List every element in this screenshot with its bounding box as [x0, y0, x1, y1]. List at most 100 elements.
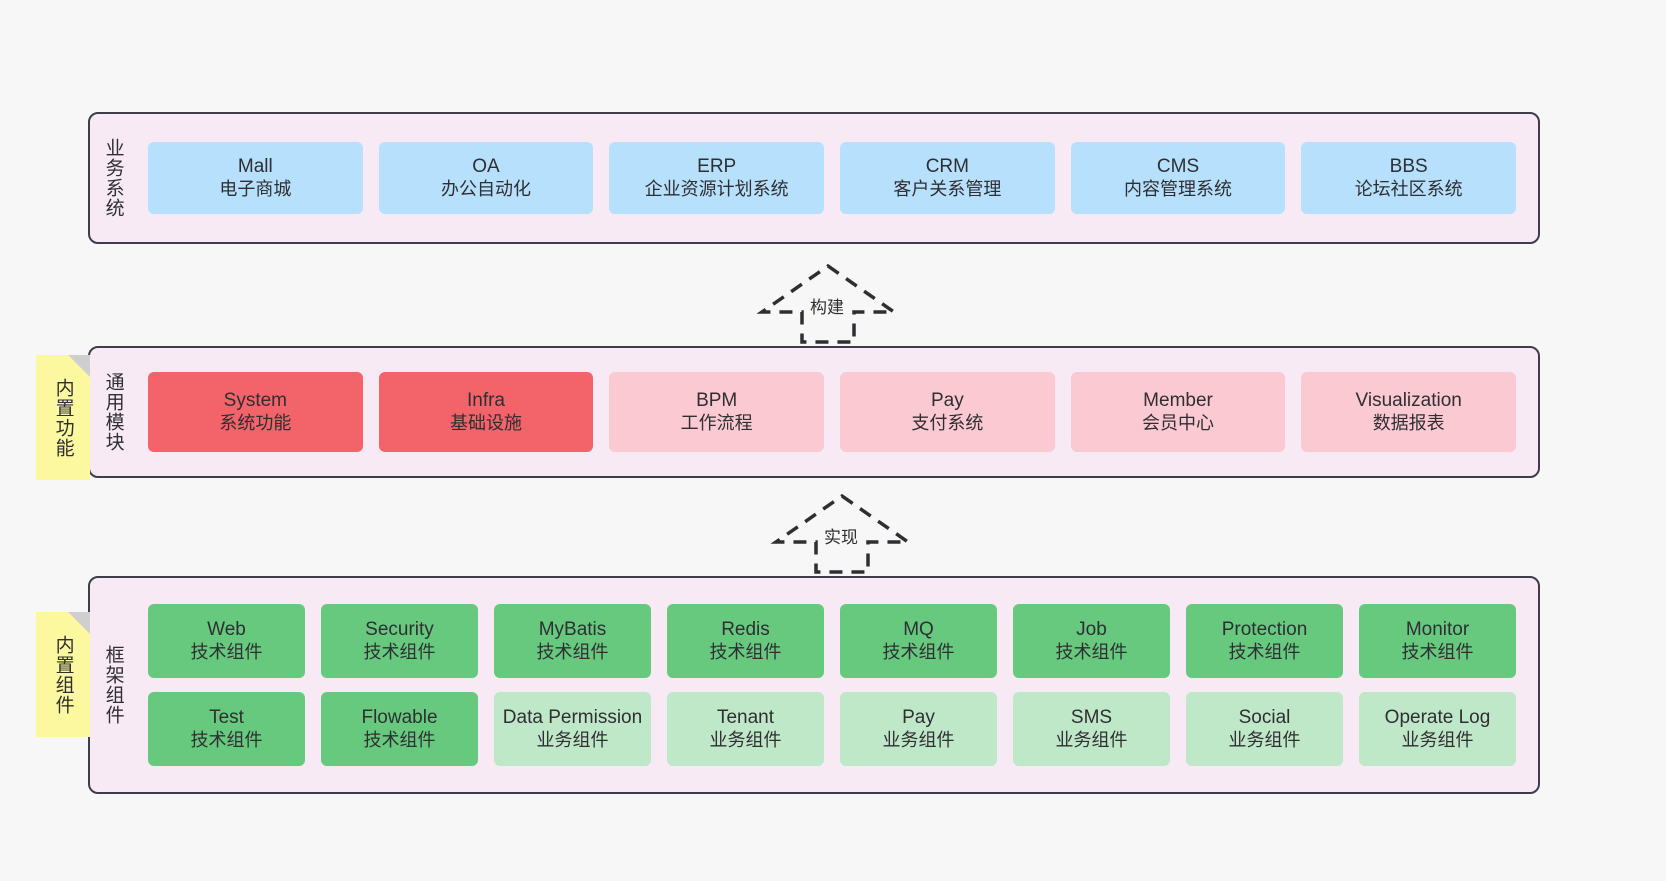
node-mall-cn: 电子商城 [219, 178, 292, 199]
node-redis-cn: 技术组件 [709, 641, 782, 662]
layer-common-modules: 通用模块 System 系统功能 Infra 基础设施 [88, 346, 1540, 478]
node-job-en: Job [1076, 619, 1107, 641]
sticky-builtin-components: 内置组件 [36, 612, 90, 737]
node-erp-cn: 企业资源计划系统 [644, 178, 789, 199]
sticky-builtin-features: 内置功能 [36, 355, 90, 480]
node-pay-component-cn: 业务组件 [882, 729, 955, 750]
node-system[interactable]: System 系统功能 [148, 372, 363, 452]
layer-title-common-modules: 通用模块 [102, 372, 124, 452]
node-social[interactable]: Social 业务组件 [1186, 692, 1343, 766]
layer-body-framework-components: Web 技术组件 Test 技术组件 Security 技术组件 Flowabl… [136, 578, 1538, 792]
node-cms[interactable]: CMS 内容管理系统 [1070, 142, 1286, 214]
node-protection-cn: 技术组件 [1228, 641, 1301, 662]
node-pay-module[interactable]: Pay 支付系统 [840, 372, 1055, 452]
node-system-en: System [223, 390, 288, 412]
business-col-1: OA 办公自动化 [371, 142, 602, 214]
node-visualization-en: Visualization [1355, 390, 1462, 412]
framework-col-0: Web 技术组件 Test 技术组件 [140, 604, 313, 766]
node-redis-en: Redis [721, 619, 770, 641]
implement-arrow [770, 492, 914, 574]
node-visualization-cn: 数据报表 [1372, 412, 1445, 433]
node-protection[interactable]: Protection 技术组件 [1186, 604, 1343, 678]
node-sms-en: SMS [1070, 707, 1113, 729]
node-test-cn: 技术组件 [190, 729, 263, 750]
sticky-fold-corner-icon [68, 612, 90, 634]
sticky-fold-corner-icon [68, 355, 90, 377]
business-col-0: Mall 电子商城 [140, 142, 371, 214]
framework-col-1: Security 技术组件 Flowable 技术组件 [313, 604, 486, 766]
node-erp[interactable]: ERP 企业资源计划系统 [609, 142, 825, 214]
node-social-cn: 业务组件 [1228, 729, 1301, 750]
common-col-1: Infra 基础设施 [371, 372, 602, 452]
layer-title-business-systems: 业务系统 [102, 138, 124, 218]
business-col-4: CMS 内容管理系统 [1063, 142, 1294, 214]
node-infra-en: Infra [466, 390, 506, 412]
node-flowable[interactable]: Flowable 技术组件 [321, 692, 478, 766]
node-data-permission-en: Data Permission [502, 707, 643, 729]
node-pay-component-en: Pay [902, 707, 935, 729]
common-col-2: BPM 工作流程 [601, 372, 832, 452]
node-web-cn: 技术组件 [190, 641, 263, 662]
node-crm[interactable]: CRM 客户关系管理 [840, 142, 1055, 214]
node-sms[interactable]: SMS 业务组件 [1013, 692, 1170, 766]
node-security-cn: 技术组件 [363, 641, 436, 662]
node-web[interactable]: Web 技术组件 [148, 604, 305, 678]
build-arrow-label: 构建 [810, 298, 844, 317]
sticky-builtin-features-label: 内置功能 [52, 377, 74, 458]
node-operate-log-cn: 业务组件 [1401, 729, 1474, 750]
node-security[interactable]: Security 技术组件 [321, 604, 478, 678]
framework-col-5: Job 技术组件 SMS 业务组件 [1005, 604, 1178, 766]
node-bbs[interactable]: BBS 论坛社区系统 [1301, 142, 1517, 214]
node-crm-en: CRM [925, 156, 969, 178]
node-infra-cn: 基础设施 [450, 412, 522, 433]
node-erp-en: ERP [697, 156, 737, 178]
node-flowable-cn: 技术组件 [363, 729, 436, 750]
node-visualization[interactable]: Visualization 数据报表 [1301, 372, 1517, 452]
node-mq[interactable]: MQ 技术组件 [840, 604, 997, 678]
node-protection-en: Protection [1221, 619, 1308, 641]
node-test[interactable]: Test 技术组件 [148, 692, 305, 766]
node-member-cn: 会员中心 [1142, 412, 1215, 433]
node-pay-module-en: Pay [930, 390, 964, 412]
node-monitor-cn: 技术组件 [1401, 641, 1474, 662]
node-operate-log[interactable]: Operate Log 业务组件 [1359, 692, 1516, 766]
node-pay-component[interactable]: Pay 业务组件 [840, 692, 997, 766]
node-mybatis-en: MyBatis [538, 619, 607, 641]
node-pay-module-cn: 支付系统 [911, 412, 984, 433]
node-oa[interactable]: OA 办公自动化 [378, 142, 594, 214]
node-tenant[interactable]: Tenant 业务组件 [667, 692, 824, 766]
node-mq-en: MQ [903, 619, 934, 641]
node-bpm-cn: 工作流程 [680, 412, 753, 433]
node-data-permission-cn: 业务组件 [536, 729, 609, 750]
node-redis[interactable]: Redis 技术组件 [667, 604, 824, 678]
node-mybatis[interactable]: MyBatis 技术组件 [494, 604, 651, 678]
node-bpm[interactable]: BPM 工作流程 [609, 372, 825, 452]
node-member-en: Member [1143, 390, 1213, 412]
business-systems-row: Mall 电子商城 OA 办公自动化 ERP 企业资源计划系统 [140, 142, 1524, 214]
common-col-3: Pay 支付系统 [832, 372, 1063, 452]
framework-col-6: Protection 技术组件 Social 业务组件 [1178, 604, 1351, 766]
business-col-5: BBS 论坛社区系统 [1293, 142, 1524, 214]
node-bbs-cn: 论坛社区系统 [1354, 178, 1463, 199]
node-security-en: Security [365, 619, 434, 641]
node-bbs-en: BBS [1389, 156, 1428, 178]
node-cms-cn: 内容管理系统 [1124, 178, 1233, 199]
node-mall[interactable]: Mall 电子商城 [148, 142, 363, 214]
common-modules-row: System 系统功能 Infra 基础设施 BPM 工作流程 [140, 372, 1524, 452]
node-social-en: Social [1238, 707, 1291, 729]
layer-body-common-modules: System 系统功能 Infra 基础设施 BPM 工作流程 [136, 348, 1538, 476]
node-member[interactable]: Member 会员中心 [1070, 372, 1286, 452]
node-oa-cn: 办公自动化 [441, 178, 531, 199]
common-col-5: Visualization 数据报表 [1293, 372, 1524, 452]
node-sms-cn: 业务组件 [1055, 729, 1128, 750]
node-test-en: Test [209, 707, 244, 729]
common-col-0: System 系统功能 [140, 372, 371, 452]
node-data-permission[interactable]: Data Permission 业务组件 [494, 692, 651, 766]
node-job[interactable]: Job 技术组件 [1013, 604, 1170, 678]
framework-col-4: MQ 技术组件 Pay 业务组件 [832, 604, 1005, 766]
node-infra[interactable]: Infra 基础设施 [378, 372, 594, 452]
node-monitor[interactable]: Monitor 技术组件 [1359, 604, 1516, 678]
node-mall-en: Mall [237, 156, 273, 178]
node-tenant-cn: 业务组件 [709, 729, 782, 750]
